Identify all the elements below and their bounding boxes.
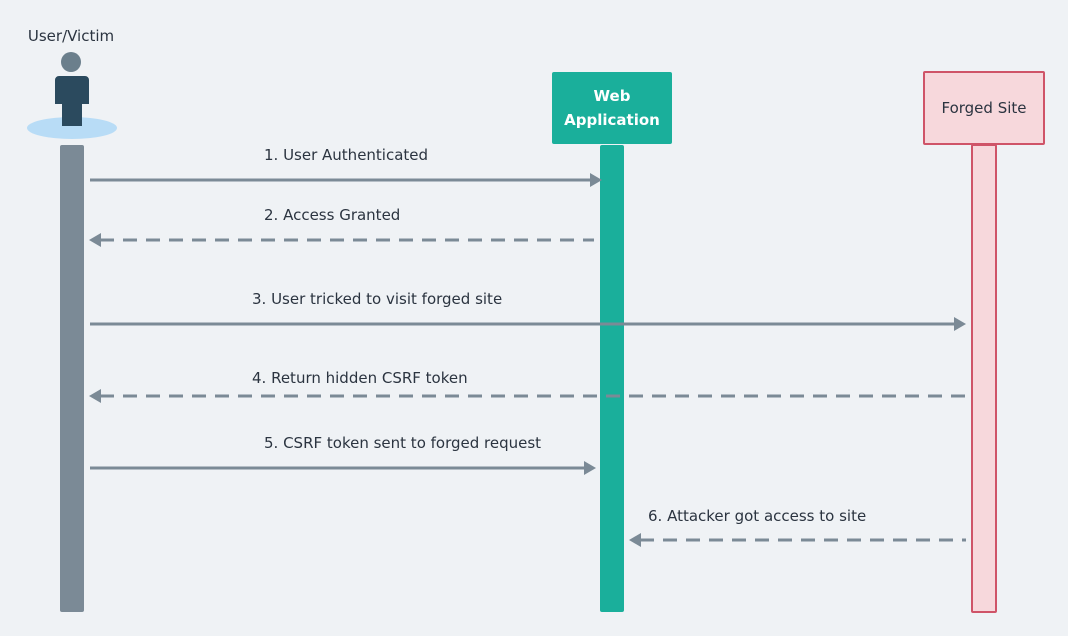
person-icon bbox=[27, 52, 117, 139]
arrowhead-1 bbox=[590, 173, 602, 187]
arrowhead-4 bbox=[89, 389, 101, 403]
message-1-label: 1. User Authenticated bbox=[264, 146, 429, 164]
message-3-label: 3. User tricked to visit forged site bbox=[252, 290, 503, 308]
forged-site-box: Forged Site bbox=[923, 71, 1045, 145]
arrowhead-2 bbox=[89, 233, 101, 247]
actor-user-label: User/Victim bbox=[27, 27, 115, 45]
message-5-label: 5. CSRF token sent to forged request bbox=[264, 434, 542, 452]
arrowhead-3 bbox=[954, 317, 966, 331]
web-lifeline bbox=[600, 145, 624, 612]
web-application-label: Web Application bbox=[564, 87, 660, 129]
arrowhead-5 bbox=[584, 461, 596, 475]
user-lifeline bbox=[60, 145, 84, 612]
web-application-box: Web Application bbox=[552, 72, 672, 144]
message-2-label: 2. Access Granted bbox=[264, 206, 401, 224]
message-4-label: 4. Return hidden CSRF token bbox=[252, 369, 468, 387]
message-6-label: 6. Attacker got access to site bbox=[648, 507, 867, 525]
arrowhead-6 bbox=[629, 533, 641, 547]
forged-site-label: Forged Site bbox=[941, 99, 1027, 117]
forged-lifeline bbox=[971, 144, 997, 613]
